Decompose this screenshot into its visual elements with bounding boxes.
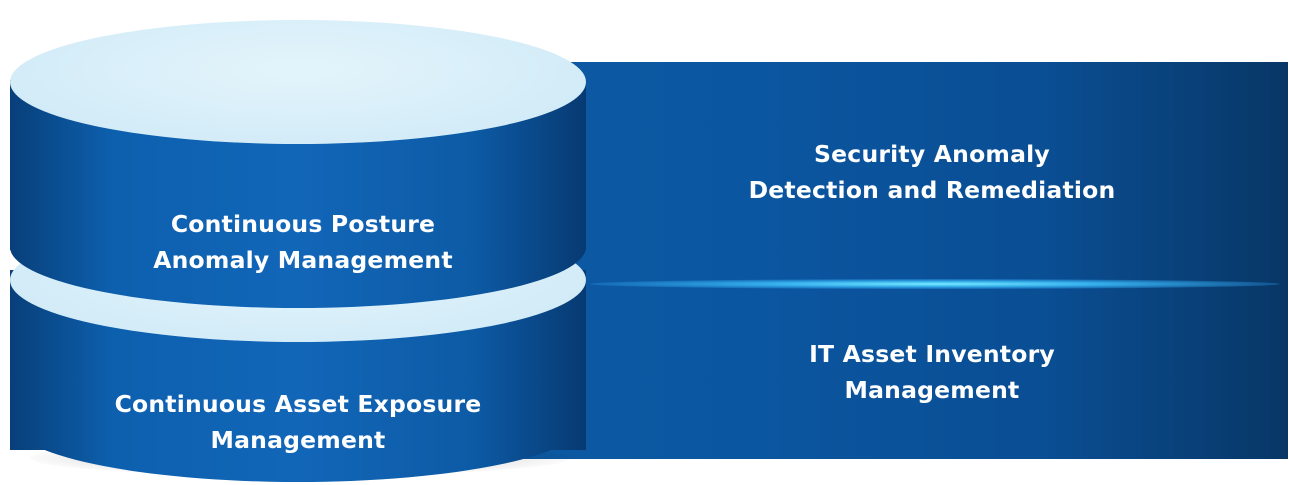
layer-posture-label: Continuous Posture Anomaly Management bbox=[60, 206, 546, 278]
outcome-line: Security Anomaly bbox=[814, 140, 1050, 168]
outcomes-panel bbox=[470, 62, 1288, 459]
layer-label-line: Continuous Asset Exposure bbox=[114, 390, 482, 418]
outcome-asset-inventory: IT Asset Inventory Management bbox=[700, 336, 1164, 408]
layer-label-line: Anomaly Management bbox=[153, 246, 453, 274]
outcome-security-anomaly: Security Anomaly Detection and Remediati… bbox=[700, 136, 1164, 208]
layer-exposure-label: Continuous Asset Exposure Management bbox=[60, 386, 536, 458]
outcome-line: Management bbox=[844, 376, 1020, 404]
layer-label-line: Management bbox=[210, 426, 386, 454]
panel-divider-glow bbox=[590, 279, 1280, 289]
outcome-line: IT Asset Inventory bbox=[809, 340, 1055, 368]
outcome-line: Detection and Remediation bbox=[748, 176, 1116, 204]
layer-label-line: Continuous Posture bbox=[170, 210, 436, 238]
disk-posture-top bbox=[10, 20, 586, 144]
disk-exposure-bottom-curve bbox=[10, 360, 586, 482]
disk-posture-bottom-curve bbox=[10, 186, 586, 308]
